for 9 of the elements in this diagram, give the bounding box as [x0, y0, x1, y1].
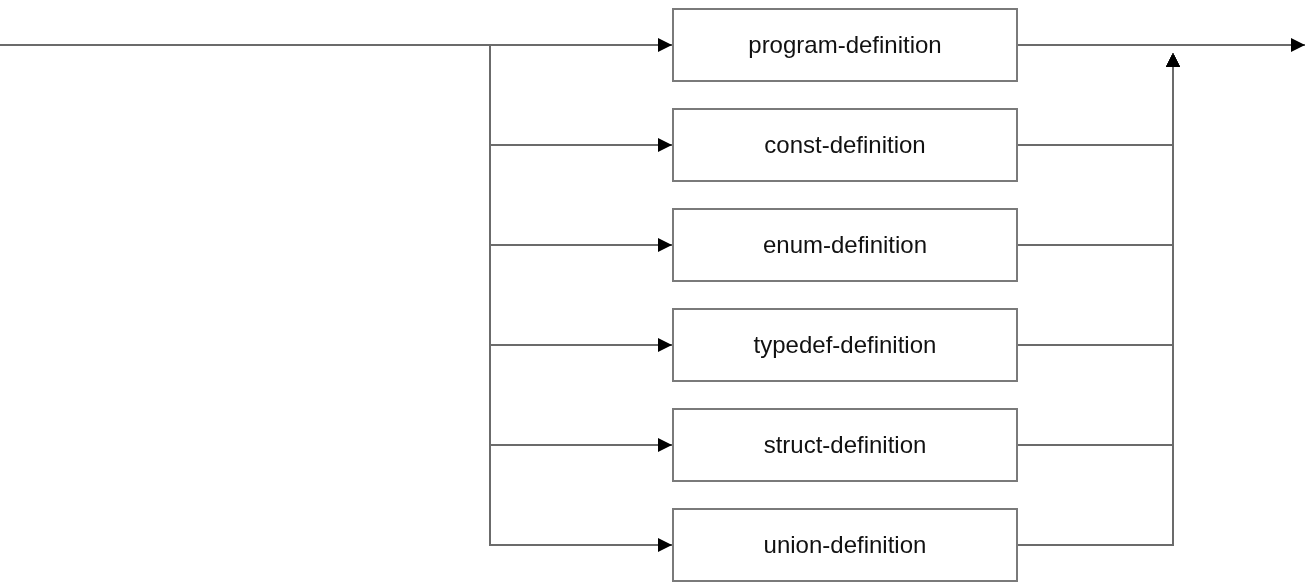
rule-name: const-definition — [764, 130, 926, 160]
arrow — [1017, 38, 1306, 52]
arrow — [1017, 52, 1180, 546]
rule-name: struct-definition — [763, 430, 927, 460]
arrow — [0, 44, 673, 552]
rule-name: enum-definition — [762, 230, 928, 260]
rule-name: union-definition — [763, 530, 927, 560]
rule-name: typedef-definition — [753, 330, 937, 360]
rule-name: program-definition — [748, 30, 942, 60]
